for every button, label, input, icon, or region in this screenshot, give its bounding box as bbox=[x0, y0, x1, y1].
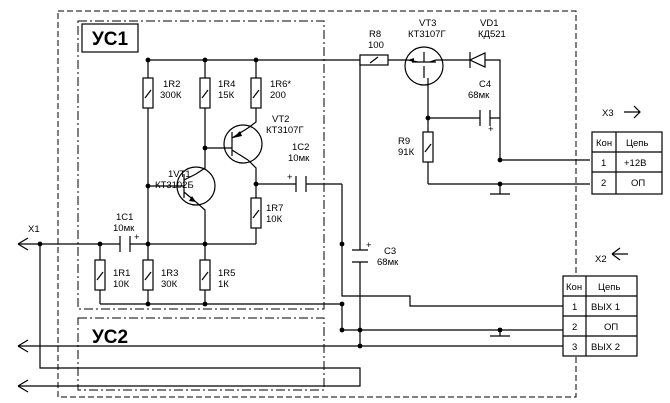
transistor-vt2 bbox=[223, 124, 263, 164]
resistor-1r4 bbox=[199, 77, 211, 109]
svg-text:68мк: 68мк bbox=[468, 90, 490, 101]
svg-text:+: + bbox=[134, 232, 140, 243]
svg-text:R9: R9 bbox=[398, 136, 410, 147]
us1-label-box bbox=[81, 23, 139, 53]
svg-text:+: + bbox=[488, 124, 494, 135]
svg-text:C3: C3 bbox=[384, 246, 396, 257]
resistor-1r6 bbox=[250, 77, 262, 109]
block-us2 bbox=[77, 317, 325, 391]
svg-text:1R1: 1R1 bbox=[113, 268, 130, 279]
svg-text:Кон: Кон bbox=[566, 282, 582, 293]
device-enclosure bbox=[57, 10, 577, 398]
x3-table-text: Кон Цепь 1 +12В 2 ОП bbox=[596, 138, 648, 189]
svg-text:30К: 30К bbox=[161, 279, 178, 290]
x1-label: X1 bbox=[28, 224, 40, 235]
svg-text:3: 3 bbox=[572, 342, 577, 353]
svg-text:1К: 1К bbox=[218, 279, 229, 290]
connector-x2-table bbox=[562, 275, 638, 357]
svg-text:Цепь: Цепь bbox=[598, 282, 620, 293]
transistor-vt1 bbox=[176, 166, 216, 206]
svg-text:КД521: КД521 bbox=[478, 29, 506, 40]
svg-text:ОП: ОП bbox=[631, 178, 645, 189]
us1-label: УС1 bbox=[92, 29, 129, 50]
svg-text:Цепь: Цепь bbox=[626, 138, 648, 149]
svg-text:300К: 300К bbox=[160, 90, 182, 101]
svg-text:200: 200 bbox=[270, 90, 286, 101]
connector-x3-table bbox=[591, 131, 663, 195]
svg-text:1R3: 1R3 bbox=[161, 268, 178, 279]
block-us1 bbox=[77, 20, 325, 310]
x3-arrow-icon bbox=[624, 105, 641, 119]
svg-text:1C2: 1C2 bbox=[292, 142, 309, 153]
us2-label: УС2 bbox=[92, 327, 128, 348]
capacitor-1c1: + bbox=[119, 232, 140, 252]
svg-text:10К: 10К bbox=[113, 279, 130, 290]
resistor-1r7 bbox=[250, 197, 262, 229]
resistor-1r3 bbox=[142, 259, 154, 291]
svg-text:1R7: 1R7 bbox=[266, 203, 283, 214]
junctions bbox=[37, 57, 503, 349]
svg-text:КТ3107Г: КТ3107Г bbox=[266, 125, 304, 136]
svg-text:КТ3102Б: КТ3102Б bbox=[155, 180, 194, 191]
svg-text:1C1: 1C1 bbox=[116, 212, 133, 223]
svg-text:2: 2 bbox=[572, 322, 577, 333]
svg-text:91К: 91К bbox=[398, 147, 415, 158]
capacitor-c3: + bbox=[352, 240, 372, 263]
resistor-1r1 bbox=[94, 259, 106, 291]
svg-text:1VT1: 1VT1 bbox=[168, 169, 191, 180]
svg-text:ВЫХ 2: ВЫХ 2 bbox=[591, 342, 620, 353]
svg-text:+: + bbox=[366, 240, 372, 251]
svg-text:ВЫХ 1: ВЫХ 1 bbox=[591, 302, 620, 313]
svg-text:10К: 10К bbox=[266, 214, 283, 225]
x2-label: X2 bbox=[595, 254, 607, 265]
capacitor-1c2: + bbox=[287, 172, 307, 192]
diode-vd1 bbox=[468, 52, 486, 68]
svg-text:+12В: +12В bbox=[624, 158, 646, 169]
svg-text:C4: C4 bbox=[479, 79, 491, 90]
svg-text:10мк: 10мк bbox=[113, 223, 135, 234]
us2-label-bg bbox=[83, 322, 139, 352]
svg-text:1R6*: 1R6* bbox=[270, 79, 291, 90]
svg-text:10мк: 10мк bbox=[288, 153, 310, 164]
svg-text:ОП: ОП bbox=[604, 322, 618, 333]
x1-arrows bbox=[17, 237, 29, 393]
resistor-r8 bbox=[359, 54, 389, 66]
svg-text:КТ3107Г: КТ3107Г bbox=[408, 29, 446, 40]
svg-text:VT3: VT3 bbox=[419, 18, 436, 29]
resistor-r9 bbox=[422, 131, 434, 163]
svg-text:1R5: 1R5 bbox=[218, 268, 235, 279]
svg-text:R8: R8 bbox=[369, 29, 381, 40]
svg-text:VD1: VD1 bbox=[480, 18, 498, 29]
svg-text:2: 2 bbox=[601, 178, 606, 189]
resistor-1r5 bbox=[199, 259, 211, 291]
resistor-1r2 bbox=[142, 77, 154, 109]
svg-text:15К: 15К bbox=[218, 90, 235, 101]
labels: R8 100 VT3 КТ3107Г VD1 КД521 C4 68мк R9 … bbox=[28, 18, 614, 290]
x2-arrow-icon bbox=[611, 247, 628, 261]
svg-text:1: 1 bbox=[572, 302, 577, 313]
x2-table-text: Кон Цепь 1 ВЫХ 1 2 ОП 3 ВЫХ 2 bbox=[566, 282, 620, 353]
svg-text:1: 1 bbox=[601, 158, 606, 169]
svg-text:1R2: 1R2 bbox=[163, 79, 180, 90]
svg-text:+: + bbox=[287, 172, 293, 183]
svg-text:VT2: VT2 bbox=[272, 114, 289, 125]
svg-text:Кон: Кон bbox=[596, 138, 612, 149]
svg-text:68мк: 68мк bbox=[377, 257, 399, 268]
svg-text:100: 100 bbox=[368, 40, 384, 51]
capacitor-c4: + bbox=[479, 110, 494, 135]
x3-label: X3 bbox=[602, 108, 614, 119]
transistor-vt3 bbox=[404, 46, 444, 86]
svg-text:1R4: 1R4 bbox=[218, 79, 235, 90]
